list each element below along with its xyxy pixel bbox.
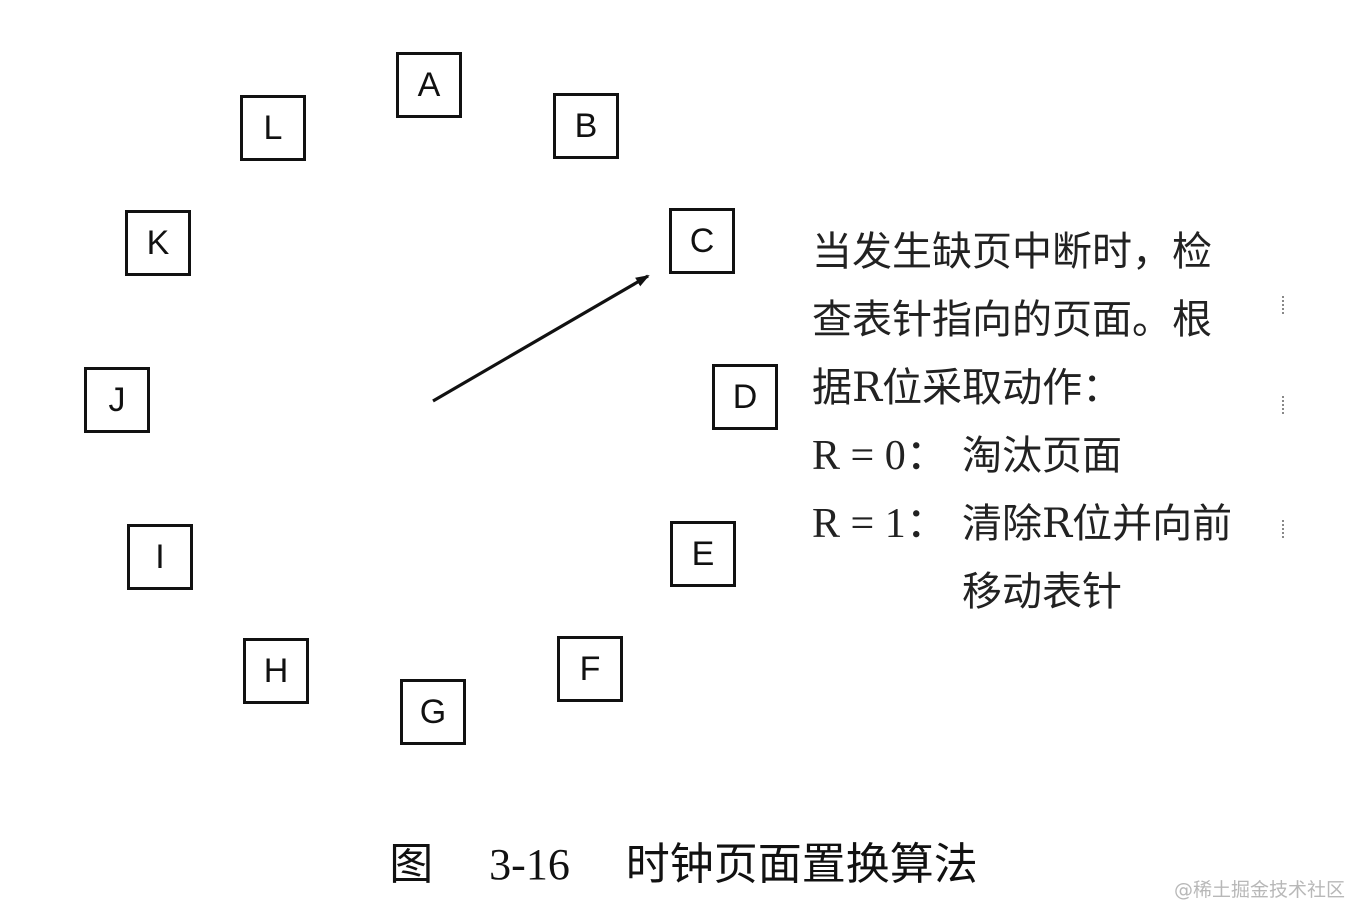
figure-caption: 图 3-16 时钟页面置换算法 xyxy=(0,828,1367,892)
clock-hand-arrow xyxy=(432,274,650,403)
rule-action-continuation: 移动表针 xyxy=(962,569,1122,615)
page-label-l: L xyxy=(263,109,283,147)
page-label-d: D xyxy=(732,378,758,416)
page-box-h: H xyxy=(243,638,309,704)
page-box-f: F xyxy=(557,636,623,702)
page-label-f: F xyxy=(579,650,601,688)
page-label-a: A xyxy=(417,66,441,104)
page-label-c: C xyxy=(689,222,715,260)
page-box-k: K xyxy=(125,210,191,276)
page-box-b: B xyxy=(553,93,619,159)
page-label-e: E xyxy=(691,535,715,573)
rule-action: 淘汰页面 xyxy=(962,433,1122,479)
page-label-k: K xyxy=(146,224,170,262)
explanation-line: 当发生缺页中断时，检 xyxy=(812,229,1212,275)
page-box-g: G xyxy=(400,679,466,745)
page-label-i: I xyxy=(155,538,165,576)
algorithm-explanation: 当发生缺页中断时，检 查表针指向的页面。根 据R位采取动作： R = 0： 淘汰… xyxy=(812,218,1292,626)
rule-r-equals-1: R = 1： 清除R位并向前 xyxy=(812,490,1292,558)
page-box-l: L xyxy=(240,95,306,161)
page-box-a: A xyxy=(396,52,462,118)
page-label-b: B xyxy=(574,107,598,145)
page-box-d: D xyxy=(712,364,778,430)
caption-title: 时钟页面置换算法 xyxy=(625,839,978,890)
watermark-text: @稀土掘金技术社区 xyxy=(1173,879,1345,901)
explanation-line: 据R位采取动作： xyxy=(812,365,1123,411)
page-box-e: E xyxy=(670,521,736,587)
rule-key: R = 1： xyxy=(812,501,948,547)
caption-prefix: 图 xyxy=(389,839,434,890)
page-label-g: G xyxy=(419,693,447,731)
page-label-j: J xyxy=(108,381,126,419)
rule-r-equals-0: R = 0： 淘汰页面 xyxy=(812,422,1292,490)
page-label-h: H xyxy=(263,652,289,690)
scan-edge-mark xyxy=(1282,296,1287,314)
explanation-line: 查表针指向的页面。根 xyxy=(812,297,1212,343)
page-box-i: I xyxy=(127,524,193,590)
rule-key: R = 0： xyxy=(812,433,948,479)
scan-edge-mark xyxy=(1282,396,1287,414)
scan-edge-mark xyxy=(1282,520,1287,538)
page-box-c: C xyxy=(669,208,735,274)
rule-action: 清除R位并向前 xyxy=(962,501,1233,547)
caption-number: 3-16 xyxy=(489,840,570,889)
page-box-j: J xyxy=(84,367,150,433)
